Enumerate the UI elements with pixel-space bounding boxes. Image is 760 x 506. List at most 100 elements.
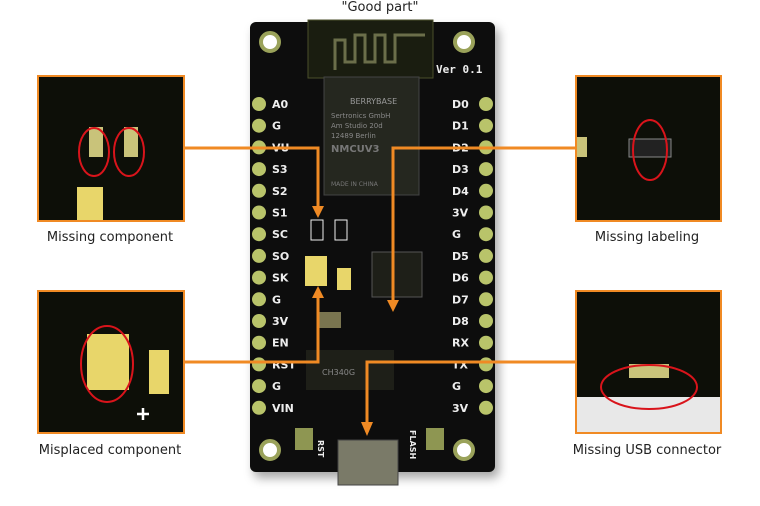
usb-serial-chip [306,350,394,390]
pin-pad [252,357,266,372]
inset-missing-labeling [575,75,722,222]
esp-module-chip [323,76,420,196]
pin-label-right: TX [452,358,469,371]
voltage-regulator [371,251,423,298]
pin-label-left: 3V [272,315,289,328]
pin-pad [252,183,266,198]
pin-pad [252,227,266,242]
pin-pad [479,227,493,242]
pin-pad [252,379,266,394]
pin-pad [479,248,493,263]
pin-label-left: VIN [272,402,294,415]
highlight-ellipse [78,127,110,177]
pin-pad [479,270,493,285]
usb-chip-label: CH340G [322,368,355,377]
callout-line-missing-labeling [391,146,575,302]
reset-label: RST [316,440,325,458]
capacitor-tantalum [305,256,327,286]
pin-label-left: RST [272,358,296,371]
pin-pad [479,205,493,220]
pin-pad [252,248,266,263]
label-missing-component: Missing component [46,230,174,245]
good-part-title: "Good part" [341,0,419,15]
pin-label-left: G [272,120,281,133]
pin-label-right: 3V [452,402,469,415]
label-missing-labeling: Missing labeling [594,230,700,245]
callout-line-missing-component [184,146,320,208]
module-line3: 12489 Berlin [331,132,376,140]
pin-label-left: G [272,380,281,393]
highlight-ellipse [600,364,698,410]
pin-label-right: D4 [452,185,469,198]
pin-pad [252,270,266,285]
pin-pad [479,162,493,177]
highlight-ellipse [113,127,145,177]
callout-arrowheads [312,206,399,436]
pin-label-right: D7 [452,293,469,306]
module-brand: BERRYBASE [350,97,397,106]
usb-connector [337,439,399,486]
pin-label-right: 3V [452,207,469,220]
reset-button [295,428,313,450]
pin-label-left: S3 [272,163,288,176]
module-line2: Am Studio 20d [331,122,383,130]
inset-missing-component [37,75,185,222]
smd-resistor [310,219,324,241]
flash-label: FLASH [408,430,417,459]
pin-pad [479,379,493,394]
callout-line-missing-usb [365,360,575,424]
pin-pad [479,183,493,198]
pin-label-right: D8 [452,315,469,328]
pin-pad [479,400,493,415]
pin-pad [479,292,493,307]
pin-label-right: D5 [452,250,469,263]
module-line1: Sertronics GmbH [331,112,390,120]
pin-label-right: G [452,380,461,393]
pin-pad [479,335,493,350]
pin-label-left: SO [272,250,289,263]
mount-holes [259,31,475,461]
inset-missing-usb-connector [575,290,722,434]
pin-pad [252,335,266,350]
version-label: Ver 0.1 [436,63,483,76]
antenna-area [307,19,434,79]
pin-label-left: A0 [272,98,289,111]
pin-pad [252,162,266,177]
module-model: NMCUV3 [331,144,380,155]
crystal [319,312,341,328]
antenna-trace [333,33,425,70]
pin-label-right: D1 [452,120,469,133]
callout-lines [184,146,575,424]
pin-pad [252,118,266,133]
callout-line-misplaced-component [184,296,320,364]
plus-marking [137,408,149,420]
flash-button [426,428,444,450]
highlight-ellipse [80,325,134,403]
pin-pad [479,118,493,133]
pin-label-left: EN [272,337,289,350]
label-missing-usb-connector: Missing USB connector [572,443,722,458]
pin-pad [479,97,493,111]
inset-misplaced-component [37,290,185,434]
highlight-ellipse [632,119,668,181]
pin-label-right: RX [452,337,469,350]
pin-pad [252,97,266,111]
smd-resistor [334,219,348,241]
capacitor-small [337,268,351,290]
label-misplaced-component: Misplaced component [38,443,182,458]
pin-label-left: G [272,293,281,306]
pin-headers: A0GVUS3S2S1SCSOSKG3VENRSTGVIND0D1D2D3D43… [252,97,493,415]
pin-pad [252,314,266,328]
pin-pad [252,292,266,307]
pin-pad [252,205,266,220]
pin-label-left: SC [272,228,288,241]
pin-pad [479,314,493,328]
pin-label-right: D0 [452,98,469,111]
pin-pad [479,357,493,372]
module-origin: MADE IN CHINA [331,181,379,188]
pin-pad [252,400,266,415]
pin-label-right: D3 [452,163,469,176]
pin-label-right: G [452,228,461,241]
pin-label-left: SK [272,272,289,285]
